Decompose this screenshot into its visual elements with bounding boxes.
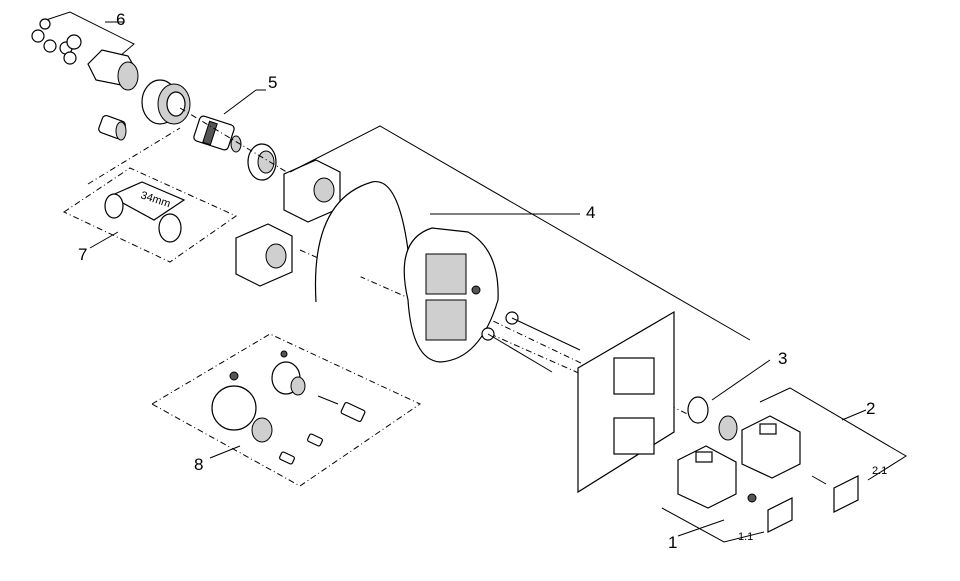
foam-block-hole [265,243,287,269]
leader-1-bracket [661,507,765,543]
spindle-extension [340,401,366,423]
callout-2: 2 [866,399,875,418]
plate-opening-top [613,357,655,395]
cap-plate-2-1 [833,475,859,513]
tool-plate [62,167,238,263]
wall-plate-outline [577,310,675,494]
leader-3 [711,359,771,401]
frame-screw-point [471,285,481,295]
threaded-ring [141,79,191,125]
handle-cube-lower [677,445,737,509]
screw-2 [811,475,827,485]
foam-block-lower [235,223,293,287]
cartridge-nut-bore [257,150,275,174]
o-ring [63,51,77,65]
seal-ring [43,39,57,53]
seal-ring [31,29,45,43]
valve-body-face [117,61,139,91]
cartridge-housing-nozzle [251,417,273,443]
cap-plate-1-1 [767,497,793,533]
seal-ring-small [39,18,51,30]
wrench-body [108,181,186,221]
callout-6: 6 [116,10,125,29]
handle-cube-upper [741,415,801,479]
o-ring [66,34,82,50]
plate-opening-bottom [613,417,655,455]
leader-4-bracket [289,125,751,341]
callout-8: 8 [194,455,203,474]
callout-5: 5 [268,73,277,92]
leader-6-bracket [39,11,135,57]
leader-2-bracket [759,387,907,481]
callout-3: 3 [778,349,787,368]
leader-1 [677,519,725,537]
callout-1-1: 1.1 [738,531,753,543]
leader-7 [89,231,119,249]
frame-window-top [425,253,467,295]
threaded-ring-bore [166,91,186,117]
cartridge-spindle [230,135,242,153]
spacer [307,433,323,447]
assembly-axis [179,107,301,181]
wrench-end [104,193,124,219]
cartridge-band [202,120,218,146]
foam-block-outline [235,223,293,287]
leader-2 [841,409,867,421]
threaded-rod [487,333,553,373]
leader-5 [223,89,257,115]
part-group-7: 34mm 7 [62,167,238,264]
valve-insert-face [290,376,306,396]
assembly-axis [87,127,181,185]
part-group-3: 3 [687,349,787,441]
mounting-frame [403,227,499,363]
sleeve [98,114,127,141]
callout-1: 1 [668,533,677,552]
small-screw [280,350,288,358]
callout-2-1: 2.1 [872,465,887,477]
part-group-4: 4 [289,125,751,373]
leader-8 [209,445,241,459]
part-group-2: 2 2.1 [741,387,907,513]
handle-cube-top [759,423,777,435]
callout-4: 4 [586,203,595,222]
small-screw [229,371,239,381]
wrench-end [158,213,182,243]
screw [747,493,757,503]
adapter-nut [718,415,738,441]
foam-block-hole [313,177,335,203]
frame-window-bottom [425,299,467,341]
callout-7: 7 [78,245,87,264]
part-group-6: 6 [31,10,139,91]
wall-plate [577,310,675,494]
part-group-5: 5 [193,73,277,181]
handle-cube-top [695,451,713,463]
pin [317,395,339,405]
service-plate [150,333,422,487]
adapter-nut [687,396,709,424]
part-group-1: 1 1.1 [661,445,793,552]
sleeve-end [115,121,127,141]
wire-bracket [314,181,409,303]
part-group-8: 8 [150,333,422,487]
cartridge-housing [211,385,257,431]
threaded-rod [511,317,581,351]
spacer [279,451,295,465]
